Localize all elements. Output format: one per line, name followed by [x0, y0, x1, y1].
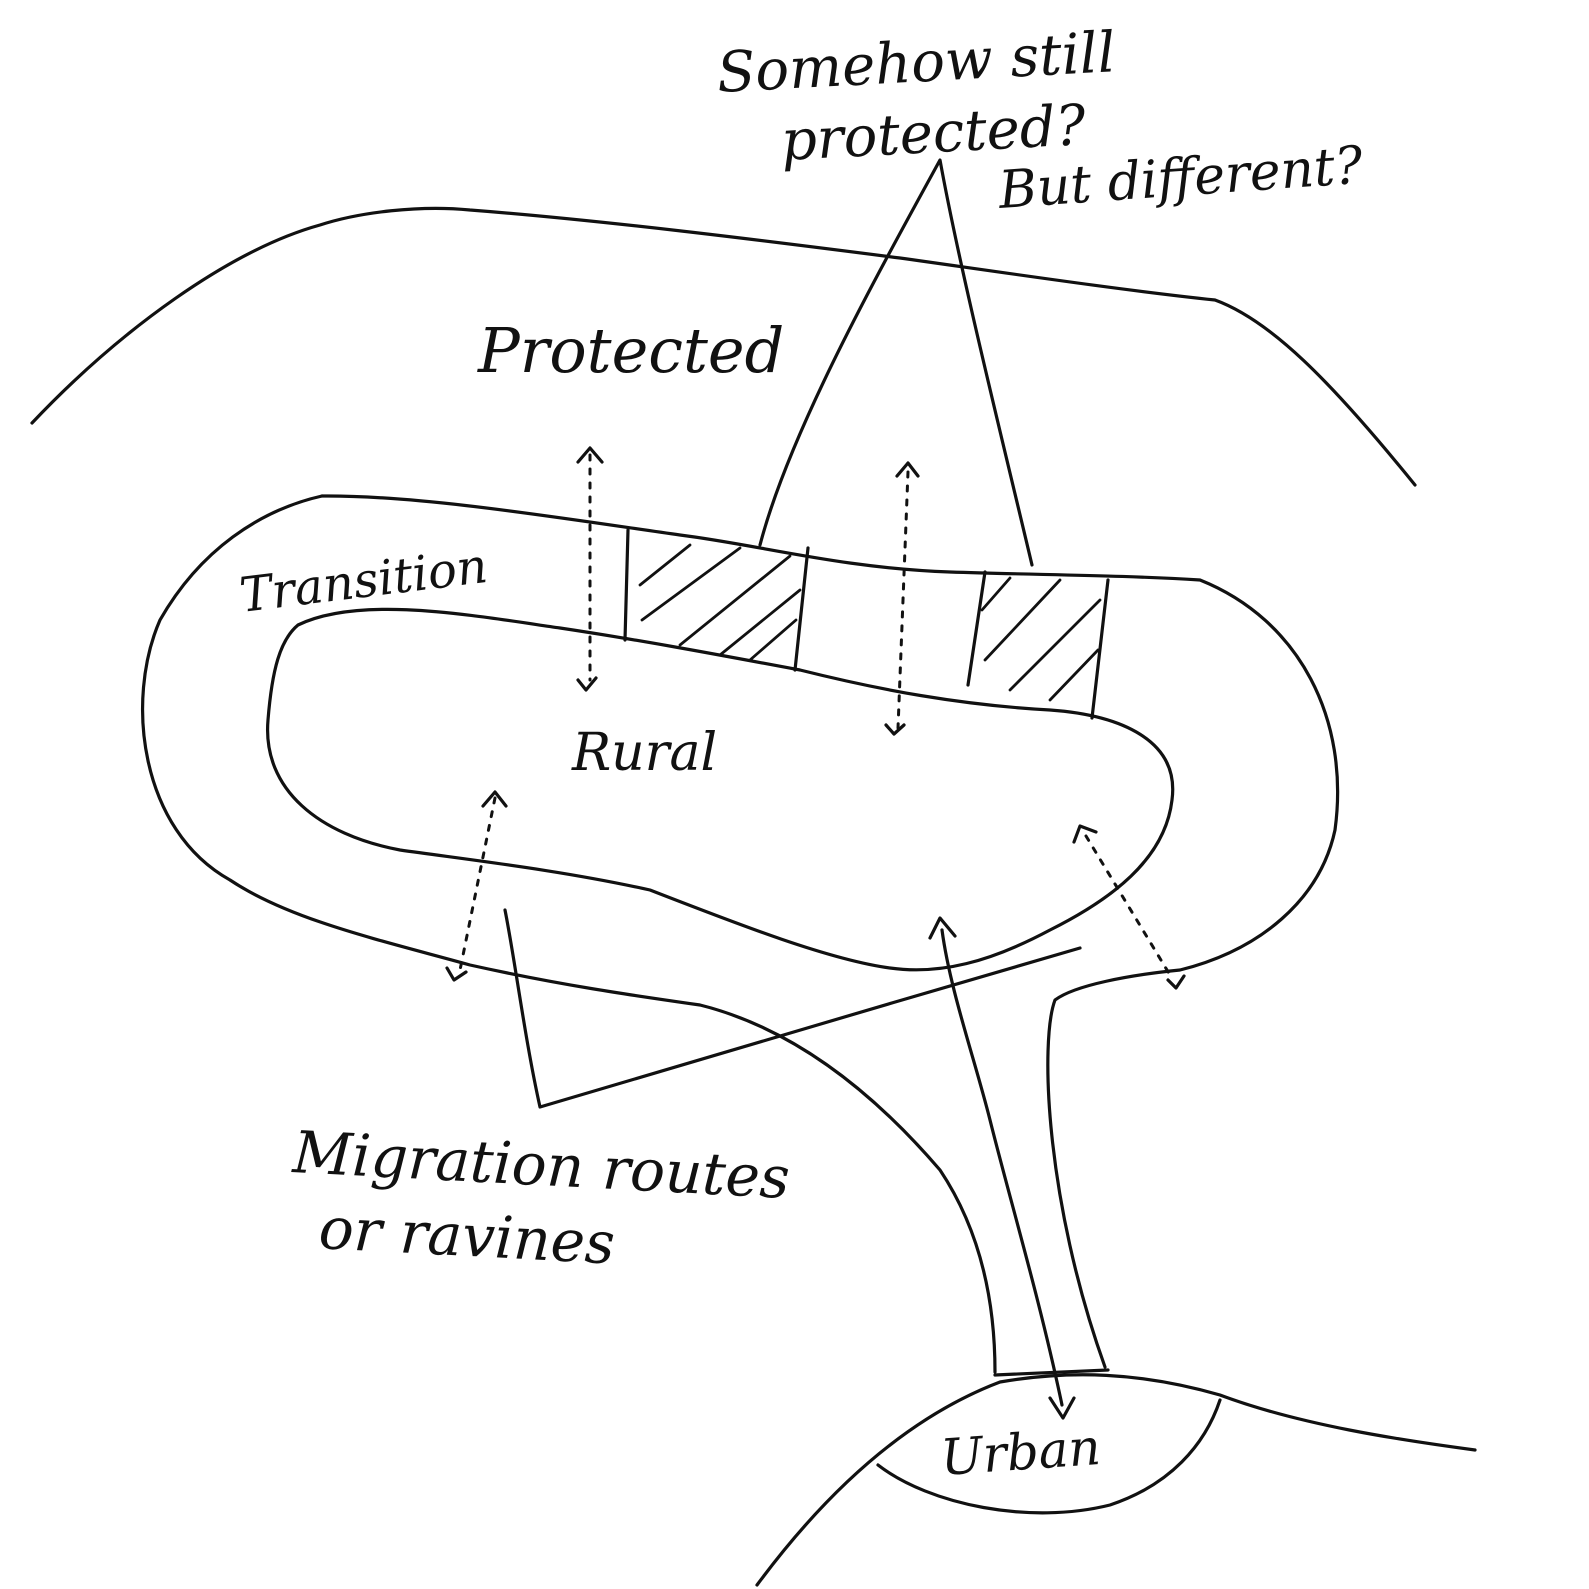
label-protected: Protected	[477, 314, 784, 387]
dashed-arrow-1	[576, 446, 604, 692]
urban-core-boundary	[876, 1398, 1222, 1515]
protected-boundary	[30, 206, 1417, 487]
label-urban: Urban	[939, 1418, 1103, 1487]
label-rural: Rural	[571, 723, 717, 783]
corridor-arrow	[928, 916, 1076, 1420]
hatch-lines-right	[980, 576, 1102, 702]
label-question-line1: Somehow still	[715, 20, 1117, 106]
hatch-lines-left	[638, 543, 802, 662]
dashed-arrow-4	[1072, 824, 1186, 990]
transition-outer-boundary-west	[140, 494, 997, 1374]
transition-outer-boundary	[320, 494, 1340, 1369]
rural-boundary	[266, 607, 1175, 972]
hatched-zone-right-outline	[966, 570, 1110, 720]
label-migration-line2: or ravines	[317, 1194, 616, 1277]
label-question-line2: protected?	[779, 93, 1088, 174]
question-callout-lines	[758, 158, 1034, 567]
dashed-arrow-3	[445, 790, 508, 982]
urban-corridor-cap	[993, 1368, 1110, 1377]
dashed-arrow-2	[884, 461, 920, 736]
hatched-zone-left-outline	[623, 528, 810, 672]
urban-top-boundary	[755, 1373, 1477, 1587]
migration-callout-lines	[503, 908, 1082, 1109]
